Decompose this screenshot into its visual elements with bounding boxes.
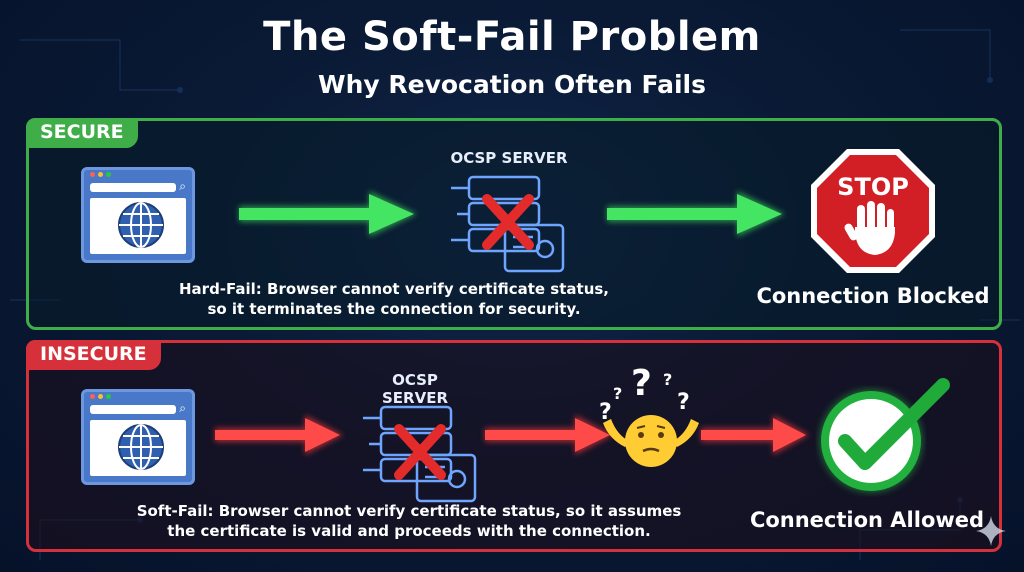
arrow-icon [239, 191, 417, 237]
secure-caption-line-2: so it terminates the connection for secu… [207, 300, 581, 318]
page-title: The Soft-Fail Problem [263, 14, 761, 60]
hand-icon [844, 201, 895, 255]
svg-text:?: ? [677, 390, 690, 415]
browser-window-icon: ⌕ [81, 389, 195, 485]
globe-icon [118, 424, 164, 470]
search-icon: ⌕ [179, 179, 186, 193]
checkmark-icon [820, 378, 950, 492]
insecure-tag: INSECURE [26, 340, 161, 370]
secure-tag: SECURE [26, 118, 138, 148]
svg-text:?: ? [613, 384, 622, 403]
stop-sign-icon: STOP [811, 149, 935, 273]
svg-text:?: ? [599, 400, 612, 425]
secure-caption-line-1: Hard-Fail: Browser cannot verify certifi… [179, 280, 609, 298]
question-marks-icon: ? ? ? ? ? [599, 363, 690, 425]
insecure-panel: INSECURE ⌕ OCSP SERVER [26, 340, 1002, 552]
insecure-caption-line-2: the certificate is valid and proceeds wi… [167, 522, 651, 540]
x-mark-icon [482, 194, 534, 250]
server-icon [363, 405, 477, 503]
stop-text: STOP [837, 173, 909, 201]
shrugging-emoji-icon: ? ? ? ? ? [599, 363, 699, 467]
globe-icon [118, 202, 164, 248]
arrow-icon [485, 415, 613, 455]
secure-caption: Hard-Fail: Browser cannot verify certifi… [159, 279, 629, 319]
insecure-caption-line-1: Soft-Fail: Browser cannot verify certifi… [136, 502, 682, 520]
server-icon [451, 175, 565, 273]
insecure-caption: Soft-Fail: Browser cannot verify certifi… [129, 501, 689, 541]
secure-result: Connection Blocked [756, 284, 990, 308]
svg-text:?: ? [663, 370, 672, 389]
secure-panel: SECURE ⌕ OCSP SERVER [26, 118, 1002, 330]
ocsp-server-label: OCSP SERVER [381, 371, 448, 407]
arrow-icon [215, 415, 343, 455]
x-mark-icon [394, 424, 446, 480]
arrow-icon [701, 415, 809, 455]
search-icon: ⌕ [179, 401, 186, 415]
sparkle-icon [976, 516, 1006, 546]
browser-window-icon: ⌕ [81, 167, 195, 263]
insecure-result: Connection Allowed [749, 508, 985, 532]
arrow-icon [607, 191, 785, 237]
page-subtitle: Why Revocation Often Fails [318, 70, 706, 99]
ocsp-server-label: OCSP SERVER [450, 149, 568, 167]
svg-text:?: ? [631, 363, 652, 404]
